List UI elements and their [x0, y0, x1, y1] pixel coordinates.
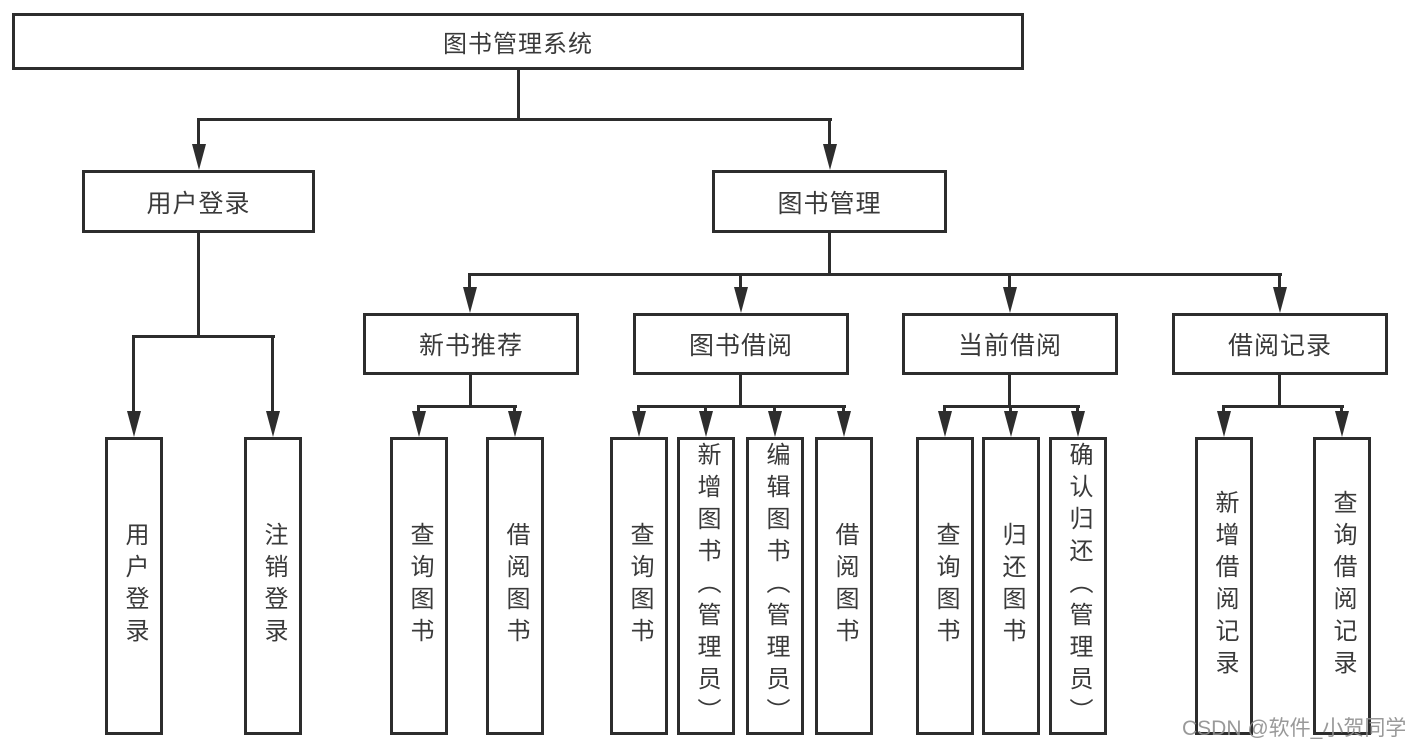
connector-arrow [1009, 405, 1012, 411]
leaf-query-book-recommend: 查询图书 [390, 437, 448, 735]
connector-line [739, 375, 742, 405]
connector-line [197, 233, 200, 335]
connector-line [468, 273, 1282, 276]
connector-arrow [1008, 273, 1011, 287]
leaf-query-borrow-record: 查询借阅记录 [1313, 437, 1371, 735]
connector-line [828, 233, 831, 273]
connector-arrow [1340, 405, 1343, 411]
connector-arrow [842, 405, 845, 411]
leaf-query-book-borrowing: 查询图书 [610, 437, 668, 735]
connector-arrow [1222, 405, 1225, 411]
connector-arrow [828, 118, 831, 144]
connector-line [517, 70, 520, 118]
connector-arrow [271, 335, 274, 411]
connector-line [1278, 375, 1281, 405]
connector-line [132, 335, 275, 338]
leaf-confirm-return-admin: 确认归还（管理员） [1049, 437, 1107, 735]
leaf-borrow-book: 借阅图书 [815, 437, 873, 735]
leaf-edit-book-admin: 编辑图书（管理员） [746, 437, 804, 735]
connector-arrow [773, 405, 776, 411]
connector-line [637, 405, 846, 408]
leaf-add-book-admin: 新增图书（管理员） [677, 437, 735, 735]
node-book-borrowing: 图书借阅 [633, 313, 849, 375]
connector-arrow [739, 273, 742, 287]
connector-line [1008, 375, 1011, 405]
connector-arrow [637, 405, 640, 411]
node-user-login: 用户登录 [82, 170, 315, 233]
connector-arrow [704, 405, 707, 411]
connector-arrow [132, 335, 135, 411]
leaf-user-login: 用户登录 [105, 437, 163, 735]
node-new-book-recommendation: 新书推荐 [363, 313, 579, 375]
leaf-logout: 注销登录 [244, 437, 302, 735]
node-library-management-system: 图书管理系统 [12, 13, 1024, 70]
connector-line [1222, 405, 1344, 408]
connector-arrow [468, 273, 471, 287]
node-book-management: 图书管理 [712, 170, 947, 233]
connector-arrow [513, 405, 516, 411]
leaf-query-book-current: 查询图书 [916, 437, 974, 735]
node-current-borrowing: 当前借阅 [902, 313, 1118, 375]
connector-arrow [417, 405, 420, 411]
connector-arrow [1278, 273, 1281, 287]
connector-line [417, 405, 517, 408]
node-borrow-records: 借阅记录 [1172, 313, 1388, 375]
leaf-borrow-book-recommend: 借阅图书 [486, 437, 544, 735]
connector-line [197, 118, 832, 121]
leaf-return-book: 归还图书 [982, 437, 1040, 735]
leaf-add-borrow-record: 新增借阅记录 [1195, 437, 1253, 735]
watermark: CSDN @软件_小贺同学 [1182, 717, 1405, 740]
connector-line [469, 375, 472, 405]
connector-arrow [943, 405, 946, 411]
connector-arrow [197, 118, 200, 144]
connector-arrow [1076, 405, 1079, 411]
